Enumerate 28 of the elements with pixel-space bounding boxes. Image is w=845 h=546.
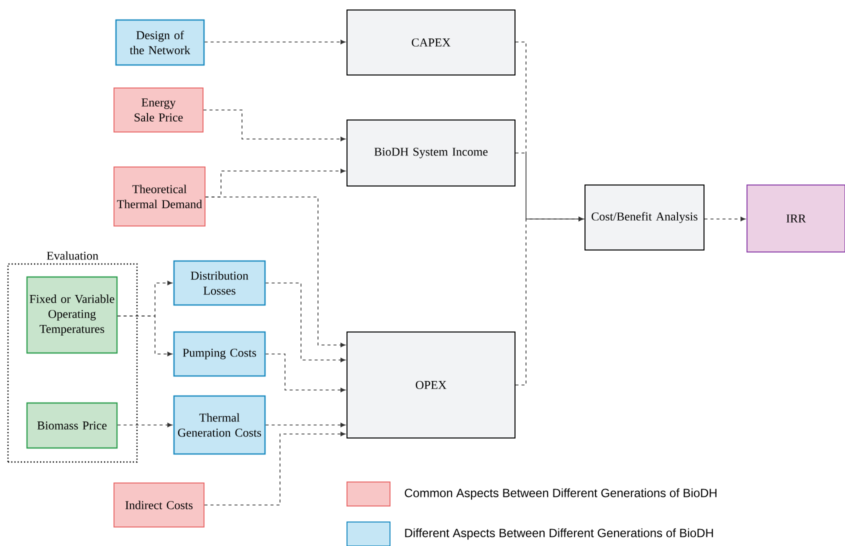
arrow bbox=[205, 196, 346, 348]
aspect-box: Thermal Generation Costs bbox=[173, 395, 266, 455]
arrow bbox=[265, 354, 346, 392]
arrow bbox=[265, 422, 346, 428]
arrow bbox=[203, 110, 346, 142]
process-box: BioDH System Income bbox=[346, 120, 516, 186]
arrow bbox=[204, 432, 346, 506]
evaluation-box: Biomass Price bbox=[26, 402, 118, 449]
arrow bbox=[515, 216, 584, 386]
arrow bbox=[117, 316, 172, 356]
arrow bbox=[204, 40, 346, 44]
arrow bbox=[117, 422, 172, 428]
aspect-box: Indirect Costs bbox=[114, 482, 204, 528]
arrow bbox=[704, 216, 746, 222]
arrow bbox=[265, 282, 346, 362]
aspect-box: Design of the Network bbox=[115, 19, 205, 66]
legend-label: Different Aspects Between Different Generations of BioDH bbox=[405, 528, 713, 540]
aspect-box: Distribution Losses bbox=[173, 260, 266, 306]
process-box: Cost/Benefit Analysis bbox=[584, 184, 704, 250]
aspect-box: Theoretical Thermal Demand bbox=[114, 166, 206, 226]
legend-label: Common Aspects Between Different Generations of BioDH bbox=[404, 488, 716, 500]
process-box: CAPEX bbox=[346, 10, 516, 76]
aspect-box: Energy Sale Price bbox=[114, 88, 204, 132]
aspect-box: Pumping Costs bbox=[173, 331, 266, 377]
group-heading: Evaluation bbox=[46, 251, 98, 260]
result-box: IRR bbox=[746, 184, 845, 252]
evaluation-box: Fixed or Variable Operating Temperatures bbox=[26, 276, 118, 354]
process-box: OPEX bbox=[346, 332, 516, 438]
